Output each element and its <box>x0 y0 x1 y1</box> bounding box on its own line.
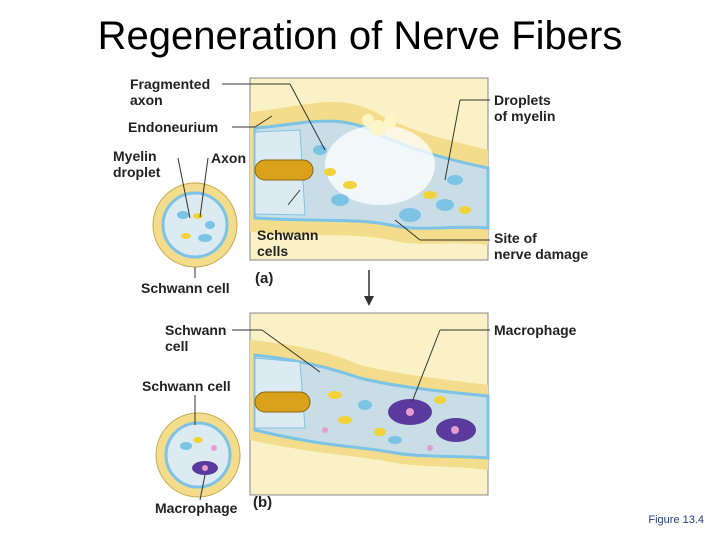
panel-a-myelin-droplet-2 <box>399 208 421 222</box>
panel-a-myelin-droplet-3 <box>436 199 454 211</box>
label-macrophage-bottom: Macrophage <box>155 500 238 516</box>
panel-a-bubble-2 <box>362 114 374 126</box>
panel-a-myelin-droplet-1 <box>331 194 349 206</box>
label-axon: Axon <box>211 150 246 166</box>
panel-a-myelin-droplet-4 <box>447 175 463 185</box>
label-site-of-nerve-damage: Site of nerve damage <box>494 230 589 262</box>
panel-a-axon <box>254 159 314 181</box>
label-schwann-cell-b-top: Schwann cell <box>165 322 227 354</box>
panel-a-yellow-droplet-2 <box>423 191 437 199</box>
panel-a-illustration <box>249 77 490 261</box>
label-schwann-cells: Schwann cells <box>257 227 319 259</box>
panel-a-bubble-1 <box>370 120 386 136</box>
label-fragmented-axon: Fragmented axon <box>130 76 211 108</box>
panel-b-illustration <box>249 312 490 496</box>
label-schwann-cell-b-bottom: Schwann cell <box>142 378 231 394</box>
panel-a-bubble-3 <box>384 116 396 128</box>
panel-a-yellow-droplet-4 <box>324 168 336 176</box>
label-schwann-cell-a: Schwann cell <box>141 280 230 296</box>
panel-a-yellow-droplet-1 <box>343 181 357 189</box>
panel-b-leader-lines <box>194 329 490 501</box>
panel-letter-b: (b) <box>253 494 273 511</box>
figure-caption: Figure 13.4 <box>648 514 704 526</box>
panel-b-axon <box>254 391 311 413</box>
panel-a-yellow-droplet-3 <box>459 206 471 214</box>
label-endoneurium: Endoneurium <box>128 119 219 135</box>
label-macrophage-right: Macrophage <box>494 322 577 338</box>
panel-letter-a: (a) <box>255 270 274 287</box>
transition-arrow-head <box>364 296 374 306</box>
label-droplets-of-myelin: Droplets of myelin <box>494 92 556 124</box>
panel-a-leader-lines <box>177 83 490 278</box>
panel-b-cross-section <box>155 412 241 498</box>
panel-a-damage-site <box>325 125 435 205</box>
panel-a-cross-section <box>152 182 238 268</box>
label-myelin-droplet: Myelin droplet <box>113 148 161 180</box>
slide-title: Regeneration of Nerve Fibers <box>97 14 623 58</box>
